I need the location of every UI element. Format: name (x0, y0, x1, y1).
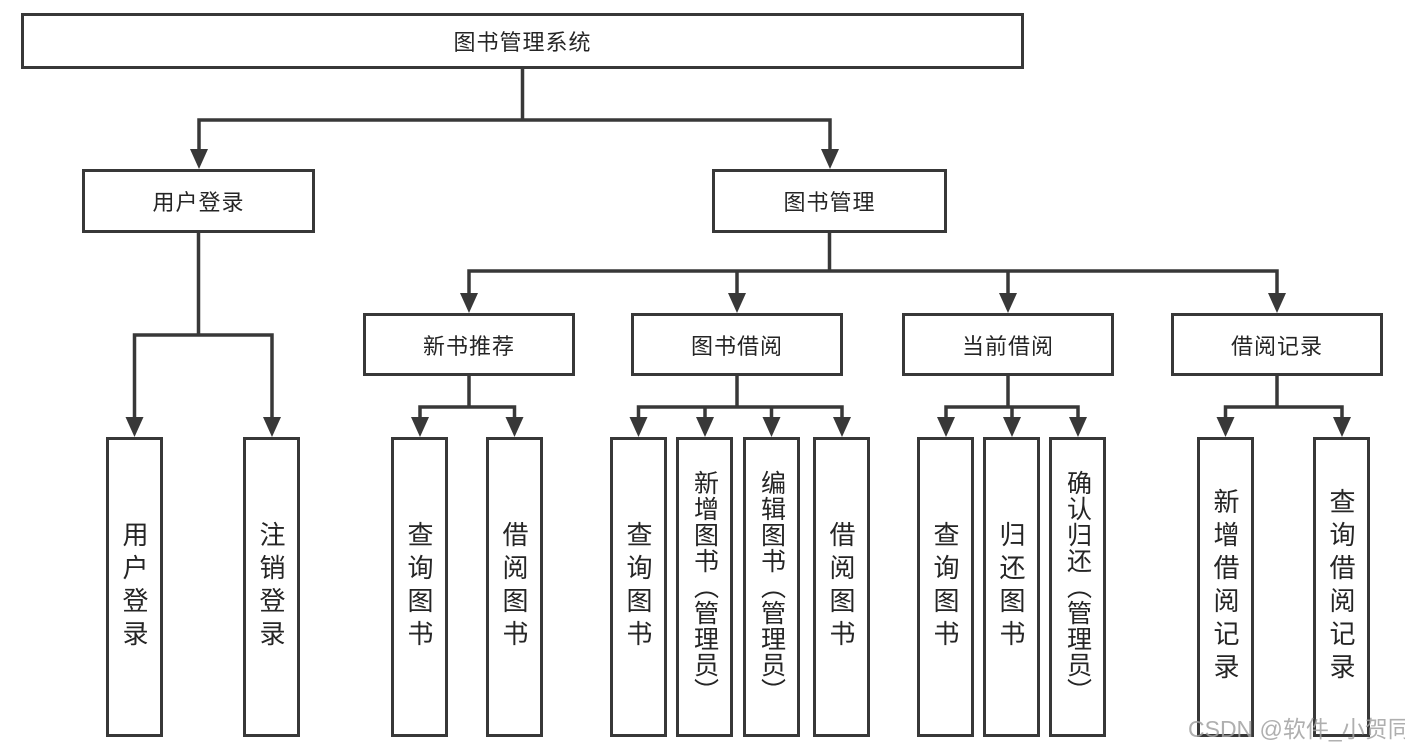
leaf-query-books-borrowing: 查询图书 (610, 437, 667, 737)
leaf-edit-book-admin: 编辑图书（管理员） (743, 437, 800, 737)
leaf-borrow-books-borrowing-label: 借阅图书 (826, 521, 856, 653)
leaf-return-book: 归还图书 (983, 437, 1040, 737)
leaf-query-books-recommend-label: 查询图书 (404, 521, 434, 653)
node-root-system: 图书管理系统 (21, 13, 1024, 69)
leaf-query-books-borrowing-label: 查询图书 (623, 521, 653, 653)
leaf-borrow-books-recommend-label: 借阅图书 (499, 521, 529, 653)
leaf-query-borrow-record: 查询借阅记录 (1313, 437, 1370, 737)
arrowheads (125, 149, 1351, 437)
leaf-user-login: 用户登录 (106, 437, 163, 737)
leaf-logout-label: 注销登录 (256, 521, 286, 653)
leaf-edit-book-admin-label: 编辑图书（管理员） (757, 470, 786, 704)
node-user-login-label: 用户登录 (152, 190, 245, 215)
leaf-add-borrow-record-label: 新增借阅记录 (1210, 488, 1240, 686)
node-book-borrowing: 图书借阅 (631, 313, 843, 376)
leaf-query-books-current-label: 查询图书 (930, 521, 960, 653)
leaf-query-books-current: 查询图书 (917, 437, 974, 737)
node-book-management-label: 图书管理 (783, 190, 876, 215)
node-root-label: 图书管理系统 (453, 30, 592, 55)
node-current-borrowing-label: 当前借阅 (961, 333, 1054, 359)
leaf-logout: 注销登录 (243, 437, 300, 737)
node-book-borrowing-label: 图书借阅 (690, 333, 783, 359)
node-new-book-recommend-label: 新书推荐 (422, 333, 515, 359)
node-borrow-records-label: 借阅记录 (1230, 333, 1323, 359)
node-book-management: 图书管理 (712, 169, 947, 233)
leaf-return-book-label: 归还图书 (996, 521, 1026, 653)
leaf-add-book-admin-label: 新增图书（管理员） (690, 470, 719, 704)
leaf-confirm-return-admin: 确认归还（管理员） (1049, 437, 1106, 737)
node-current-borrowing: 当前借阅 (902, 313, 1114, 376)
node-borrow-records: 借阅记录 (1171, 313, 1383, 376)
leaf-borrow-books-borrowing: 借阅图书 (813, 437, 870, 737)
leaf-user-login-label: 用户登录 (119, 521, 149, 653)
node-user-login: 用户登录 (82, 169, 315, 233)
csdn-watermark: CSDN @软件_小贺同学 (1188, 716, 1405, 742)
node-new-book-recommend: 新书推荐 (363, 313, 575, 376)
leaf-add-borrow-record: 新增借阅记录 (1197, 437, 1254, 737)
leaf-query-borrow-record-label: 查询借阅记录 (1326, 488, 1356, 686)
leaf-add-book-admin: 新增图书（管理员） (676, 437, 733, 737)
leaf-borrow-books-recommend: 借阅图书 (486, 437, 543, 737)
leaf-confirm-return-admin-label: 确认归还（管理员） (1063, 470, 1092, 704)
leaf-query-books-recommend: 查询图书 (391, 437, 448, 737)
